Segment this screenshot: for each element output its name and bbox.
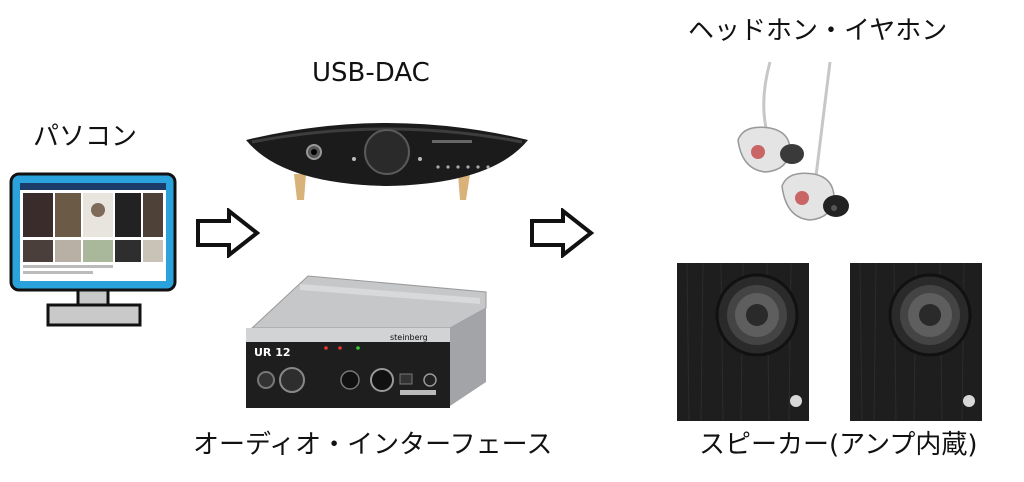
interface-brand-text: steinberg [390,333,428,342]
earphone-right [781,172,849,221]
dac-leg-left [294,174,306,200]
interface-top [250,275,487,329]
speakers-label: スピーカー(アンプ内蔵) [699,430,978,460]
interface-output-knob [370,368,394,392]
interface-side [450,308,486,406]
interface-gain-knob [340,370,360,390]
monitor-icon [9,172,177,327]
monitor-stand-base [46,303,142,327]
arrow-icon-right [530,208,595,258]
usb-dac-device [246,123,528,200]
in-ear-monitor-earphones [737,61,849,221]
bookshelf-speaker-right [850,263,982,421]
audio-interface-device: UR 12 steinberg [246,275,487,408]
earphone-left [737,126,804,173]
dac-volume-knob [364,129,410,175]
arrow-icon-left [196,208,261,258]
usb-dac-label: USB-DAC [312,58,430,88]
pc-label: パソコン [33,122,138,152]
dac-leg-right [458,174,470,200]
interface-xlr-input [279,367,305,393]
bookshelf-speaker-left [677,263,809,421]
headphones-label: ヘッドホン・イヤホン [688,16,948,46]
interface-model-text: UR 12 [254,346,291,359]
audio-interface-label: オーディオ・インターフェース [193,430,553,460]
